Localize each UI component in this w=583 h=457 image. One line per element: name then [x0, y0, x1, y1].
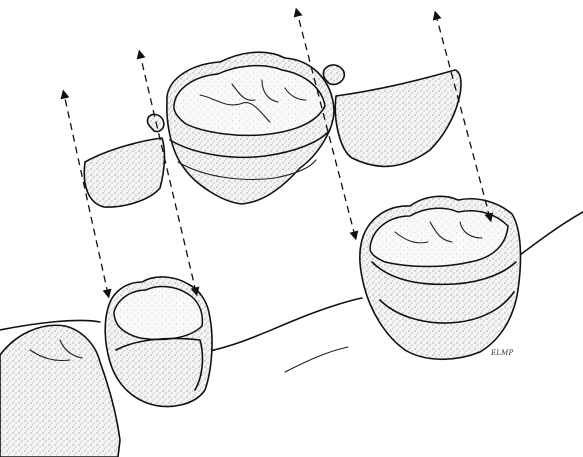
gum-contour-mark: [285, 347, 348, 372]
right-wing-attachment: [323, 65, 344, 84]
artist-signature: ELMP: [491, 349, 513, 357]
left-abutment-occlusal: [114, 287, 202, 340]
left-retainer-wing: [84, 138, 164, 207]
adjacent-tooth-left: [0, 325, 120, 457]
right-retainer-wing: [335, 70, 461, 166]
